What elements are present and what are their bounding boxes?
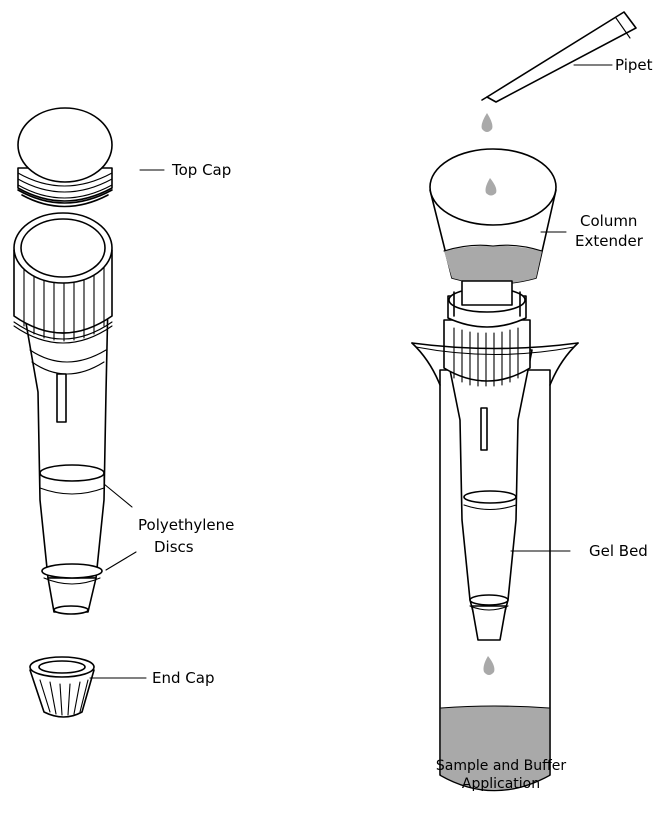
drop-above-extender xyxy=(482,113,493,132)
extender-label: Extender xyxy=(575,232,644,250)
pipet-label: Pipet xyxy=(615,56,653,74)
end-cap-drawing xyxy=(30,657,94,717)
top-cap-label: Top Cap xyxy=(171,161,231,179)
top-cap-drawing xyxy=(18,108,112,207)
polyethylene-label: Polyethylene xyxy=(138,516,234,534)
sample-application-assembly: Pipet Column Extender Gel Bed Sample and… xyxy=(412,12,653,792)
discs-leader-upper xyxy=(104,484,132,507)
caption-line-2: Application xyxy=(462,776,540,792)
pipet-drawing xyxy=(482,12,636,102)
exploded-column-assembly: Top Cap Polyethylene Discs End Cap xyxy=(14,108,234,717)
column-extender-drawing xyxy=(430,149,556,284)
caption-line-1: Sample and Buffer xyxy=(436,758,566,774)
discs-leader-lower xyxy=(106,552,136,570)
discs-label: Discs xyxy=(154,538,194,556)
end-cap-label: End Cap xyxy=(152,669,214,687)
column-body-drawing xyxy=(14,213,112,614)
gel-bed-label: Gel Bed xyxy=(589,542,648,560)
column-label: Column xyxy=(580,212,637,230)
